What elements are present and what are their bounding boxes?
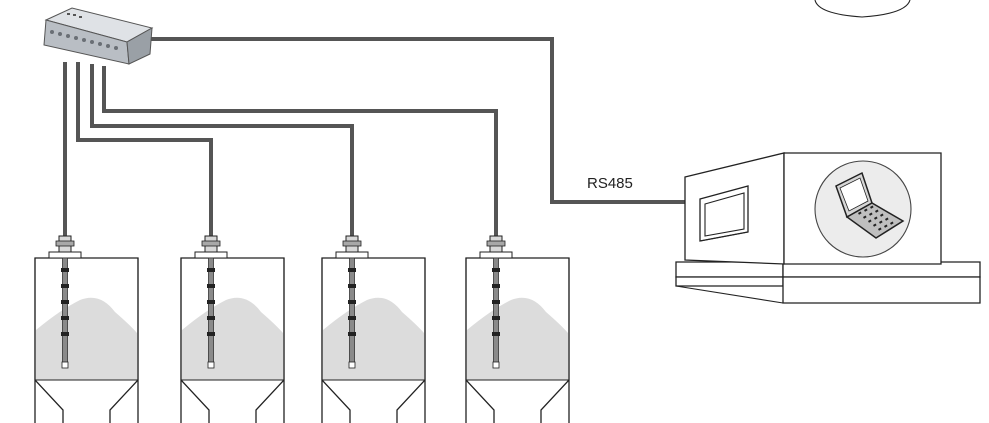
level-probe-icon	[479, 235, 513, 369]
silo-icon	[34, 235, 139, 423]
laptop-icon	[814, 160, 912, 258]
silo-icon	[180, 235, 285, 423]
silo-icon	[321, 235, 426, 423]
cable-silo-2	[76, 62, 213, 242]
cable-silo-3	[90, 64, 354, 242]
cropped-ellipse	[814, 0, 911, 18]
level-probe-icon	[194, 235, 228, 369]
cables	[63, 37, 690, 242]
silo-icon	[465, 235, 570, 423]
rs485-label: RS485	[587, 175, 633, 192]
junction-box-icon	[43, 7, 154, 65]
cable-silo-4	[102, 66, 498, 242]
level-probe-icon	[48, 235, 82, 369]
rs485-cable	[148, 37, 690, 204]
level-probe-icon	[335, 235, 369, 369]
silos	[34, 235, 570, 423]
